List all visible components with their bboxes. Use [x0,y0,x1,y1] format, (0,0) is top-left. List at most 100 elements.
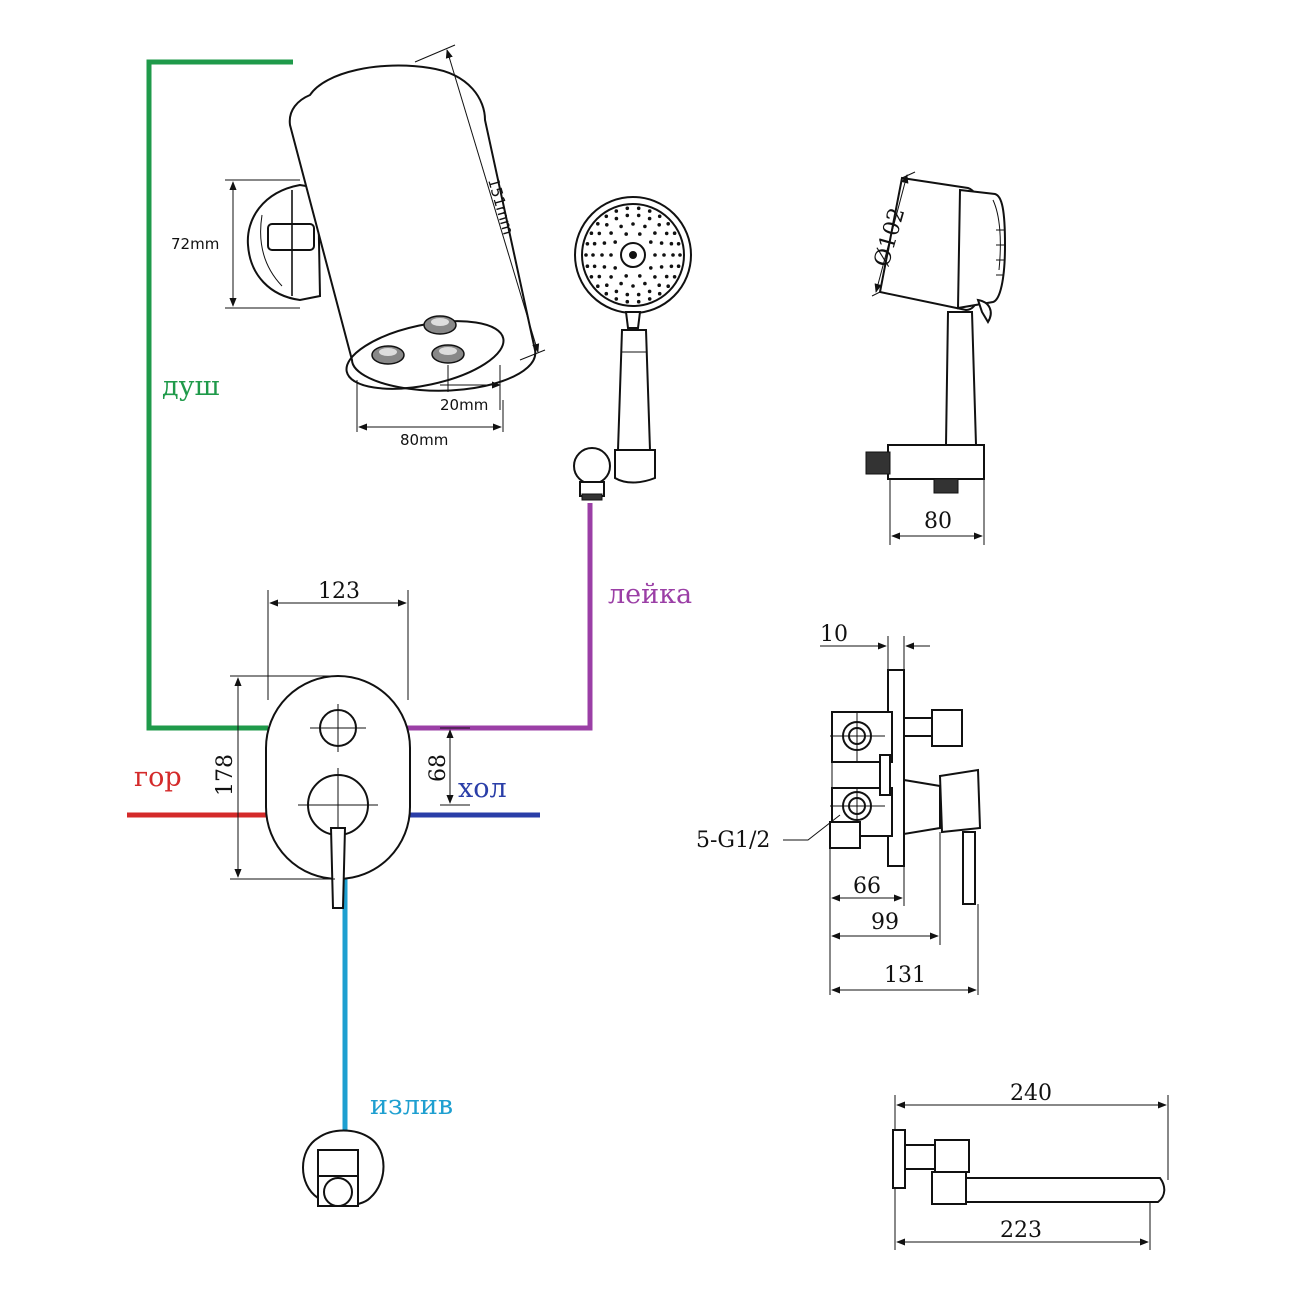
label-hand-shower: лейка [608,579,692,610]
label-spout: излив [370,1090,453,1121]
connection-labels: душ лейка гор хол излив [134,371,692,1121]
dim-131: 131 [884,963,926,988]
dim-223: 223 [1000,1218,1042,1243]
label-cold: хол [458,773,507,804]
dim-66: 66 [853,874,881,899]
spray-hole [609,253,613,257]
label-hot: гор [134,762,182,793]
shower-line [146,59,293,731]
spray-hole [585,242,590,246]
dim-80mm: 80mm [400,431,448,449]
spray-hole [636,299,641,304]
spray-hole [604,214,609,219]
spray-hole [636,206,641,211]
spray-hole [657,291,662,296]
spray-hole [657,223,661,227]
spray-hole [624,274,628,278]
mixer-front: 123 178 68 [213,579,470,909]
spray-hole [636,213,641,218]
dim-99: 99 [871,910,899,935]
spray-hole [657,214,662,219]
spray-hole [604,291,609,296]
spout-side: 240 223 [892,1081,1169,1250]
spray-hole [659,241,664,245]
spray-hole [589,231,594,235]
spray-hole [614,289,619,294]
spray-hole [624,232,628,236]
spray-hole [602,265,607,269]
spray-hole [669,241,674,246]
spray-hole [643,281,647,286]
hand-shower-side: Ø102 80 [865,171,1007,545]
spray-hole [666,284,670,289]
spray-hole [672,275,677,279]
spray-hole [596,284,600,289]
spray-hole [631,222,635,226]
spray-hole [602,241,607,245]
spray-hole [636,292,641,297]
dim-123: 123 [318,579,360,604]
spray-hole [596,222,600,226]
spray-hole [609,231,613,235]
spray-hole [662,253,666,257]
spray-hole [659,265,664,269]
spray-hole [631,284,635,288]
hand-shower-front [573,196,692,501]
spray-hole [625,213,630,218]
spray-hole [664,274,669,279]
spray-hole [585,264,590,269]
spray-hole [592,241,597,246]
spray-hole [638,232,642,236]
spray-hole [625,206,630,211]
spray-hole [676,264,681,269]
spray-holes-icon [584,206,682,304]
spray-hole [584,253,588,257]
spray-hole [589,275,594,279]
spray-hole [614,216,619,221]
spray-hole [600,253,604,257]
spray-hole [597,274,602,279]
hand-shower-line [405,503,593,731]
spray-hole [653,231,657,235]
spray-hole [605,283,609,288]
spray-hole [614,297,619,301]
spray-hole [643,224,647,229]
spray-hole [647,216,652,221]
spray-hole [614,209,619,213]
spray-hole [649,240,653,244]
spray-hole [638,274,642,278]
spray-hole [625,292,630,297]
spray-hole [619,281,623,286]
dim-10: 10 [820,622,848,647]
spray-hole [666,222,670,226]
dim-178: 178 [213,754,238,796]
spray-hole [669,264,674,269]
spray-hole [647,289,652,294]
spray-hole [597,231,602,236]
dim-80: 80 [924,509,952,534]
spray-hole [672,231,677,235]
mixer-side: 10 5-G1/2 66 99 131 [696,622,982,995]
spray-hole [609,275,613,279]
dim-72mm: 72mm [171,235,219,253]
spray-hole [676,242,681,246]
spray-hole [605,223,609,227]
spray-hole [591,253,595,257]
spray-hole [664,231,669,236]
overhead-shower-head: 151mm 72mm 20mm 80mm [171,44,546,449]
spray-hole [657,283,661,288]
spray-hole [671,253,675,257]
spray-hole [619,224,623,229]
spout-front [302,1129,385,1207]
spray-hole [592,264,597,269]
dim-240: 240 [1010,1081,1052,1106]
spray-hole [647,209,652,213]
spray-hole [653,253,657,257]
dim-20mm: 20mm [440,396,488,414]
spray-hole [649,266,653,270]
spray-hole [653,275,657,279]
spray-hole [613,266,617,270]
spray-hole [613,240,617,244]
thread-label: 5-G1/2 [696,828,770,853]
